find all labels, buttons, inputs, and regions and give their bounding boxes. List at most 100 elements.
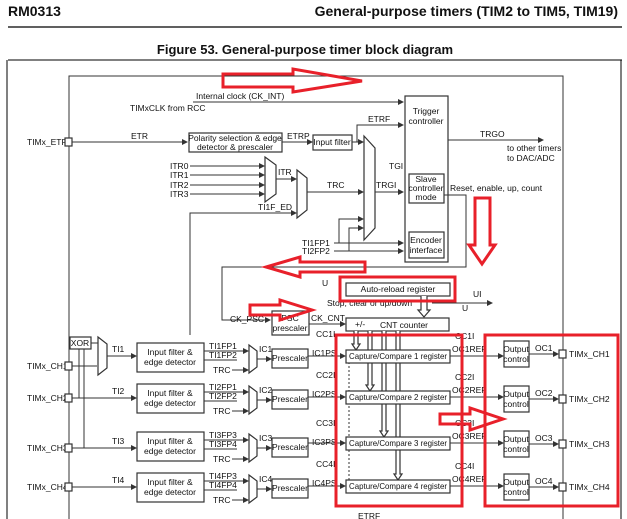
fp-b-label: TI4FP4 <box>209 480 237 490</box>
oc-label: OC4 <box>535 476 553 486</box>
slave-label-2: controller <box>409 183 444 193</box>
etrf-line <box>352 122 404 143</box>
input-pin-label: TIMx_CH1 <box>27 361 68 371</box>
tgi-label: TGI <box>389 161 403 171</box>
figure-title: Figure 53. General-purpose timer block d… <box>157 42 453 57</box>
output-pin-label: TIMx_CH3 <box>569 439 610 449</box>
ti1fp1-branch <box>338 216 364 243</box>
xor-label: XOR <box>71 338 89 348</box>
oc-label: OC1 <box>535 343 553 353</box>
annotation-arrow-top <box>221 67 363 94</box>
ic-mux <box>248 432 258 464</box>
ti1-mux <box>97 335 108 377</box>
slave-label-1: Slave <box>415 174 437 184</box>
output-label-1: Output <box>503 344 529 354</box>
etrf-label: ETRF <box>368 114 390 124</box>
filter-label-2: edge detector <box>144 487 196 497</box>
output-pin-label: TIMx_CH1 <box>569 349 610 359</box>
fp-b-label: TI2FP2 <box>209 391 237 401</box>
annotation-box-output <box>483 333 620 508</box>
input-pin-label: TIMx_CH3 <box>27 443 68 453</box>
itr-label: ITR <box>278 167 292 177</box>
ti1fp1-label: TI1FP1 <box>302 238 330 248</box>
oc-label: OC3 <box>535 433 553 443</box>
input-filter-box <box>136 383 205 414</box>
ti2fp2-branch <box>348 225 364 251</box>
icps-label: IC4PS <box>312 478 337 488</box>
ic-mux <box>248 384 258 416</box>
ic-label: IC4 <box>259 474 273 484</box>
output-label-2: control <box>503 354 529 364</box>
fp-b-label: TI3FP4 <box>209 439 237 449</box>
slave-label-3: mode <box>415 192 437 202</box>
filter-label-1: Input filter & <box>147 436 193 446</box>
doc-id: RM0313 <box>8 3 61 19</box>
icps-label: IC2PS <box>312 389 337 399</box>
output-pin-label: TIMx_CH2 <box>569 394 610 404</box>
itr2-label: ITR2 <box>170 180 189 190</box>
etr-label: ETR <box>131 131 148 141</box>
itr3-label: ITR3 <box>170 189 189 199</box>
output-label-2: control <box>503 487 529 497</box>
cci-label: CC2I <box>316 370 335 380</box>
trgo-dest-1: to other timers <box>507 143 561 153</box>
icps-label: IC1PS <box>312 348 337 358</box>
output-pin <box>558 482 567 492</box>
etr-pin-label: TIMx_ETR <box>27 137 68 147</box>
output-label-2: control <box>503 444 529 454</box>
cci-out-label: CC1I <box>455 331 474 341</box>
slave-controller-box <box>408 173 445 204</box>
trc-label: TRC <box>213 495 230 505</box>
output-label-2: control <box>503 399 529 409</box>
trgi-label: TRGI <box>376 180 396 190</box>
etr-pin <box>64 137 73 147</box>
icps-label: IC3PS <box>312 437 337 447</box>
trgo-dest-2: to DAC/ADC <box>507 153 555 163</box>
trc-label: TRC <box>327 180 344 190</box>
ccr-label: Capture/Compare 3 register <box>349 438 447 448</box>
encoder-interface-box <box>408 231 445 259</box>
ic-label: IC2 <box>259 385 273 395</box>
input-pin-label: TIMx_CH4 <box>27 482 68 492</box>
input-pin-label: TIMx_CH2 <box>27 393 68 403</box>
ic-label: IC3 <box>259 433 273 443</box>
cci-label: CC3I <box>316 418 335 428</box>
cci-label: CC1I <box>316 329 335 339</box>
itr-mux <box>264 155 277 204</box>
trigger-label-1: Trigger <box>413 106 440 116</box>
timxclk-label: TIMxCLK from RCC <box>130 103 206 113</box>
trc-label: TRC <box>213 454 230 464</box>
reset-enable-label: Reset, enable, up, count <box>450 183 543 193</box>
timer-frame <box>68 75 564 519</box>
ocref-label: OC1REF <box>452 344 486 354</box>
output-pin <box>558 394 567 404</box>
output-label-1: Output <box>503 389 529 399</box>
ti-label: TI4 <box>112 475 125 485</box>
fp-b-label: TI1FP2 <box>209 350 237 360</box>
etrp-label: ETRP <box>287 131 310 141</box>
filter-label-1: Input filter & <box>147 477 193 487</box>
ccr-label: Capture/Compare 4 register <box>349 481 447 491</box>
cnt-sign: +/- <box>355 319 365 329</box>
encoder-label-2: interface <box>410 245 443 255</box>
ic-mux <box>248 343 258 375</box>
itr0-label: ITR0 <box>170 161 189 171</box>
prescaler-box <box>271 437 309 458</box>
auto-reload-label: Auto-reload register <box>361 284 436 294</box>
annotation-box-auto-reload <box>338 275 457 303</box>
output-pin <box>558 349 567 359</box>
trc-label: TRC <box>213 406 230 416</box>
input-filter-box <box>136 342 205 373</box>
input-pin <box>64 482 73 492</box>
filter-label-2: edge detector <box>144 357 196 367</box>
fp-a-label: TI1FP1 <box>209 341 237 351</box>
input-pin <box>64 361 73 371</box>
ti2fp2-label: TI2FP2 <box>302 246 330 256</box>
prescaler-box <box>271 389 309 410</box>
auto-reload-box <box>345 282 451 297</box>
slave-output-line <box>221 194 467 323</box>
trigger-label-2: controller <box>409 116 444 126</box>
